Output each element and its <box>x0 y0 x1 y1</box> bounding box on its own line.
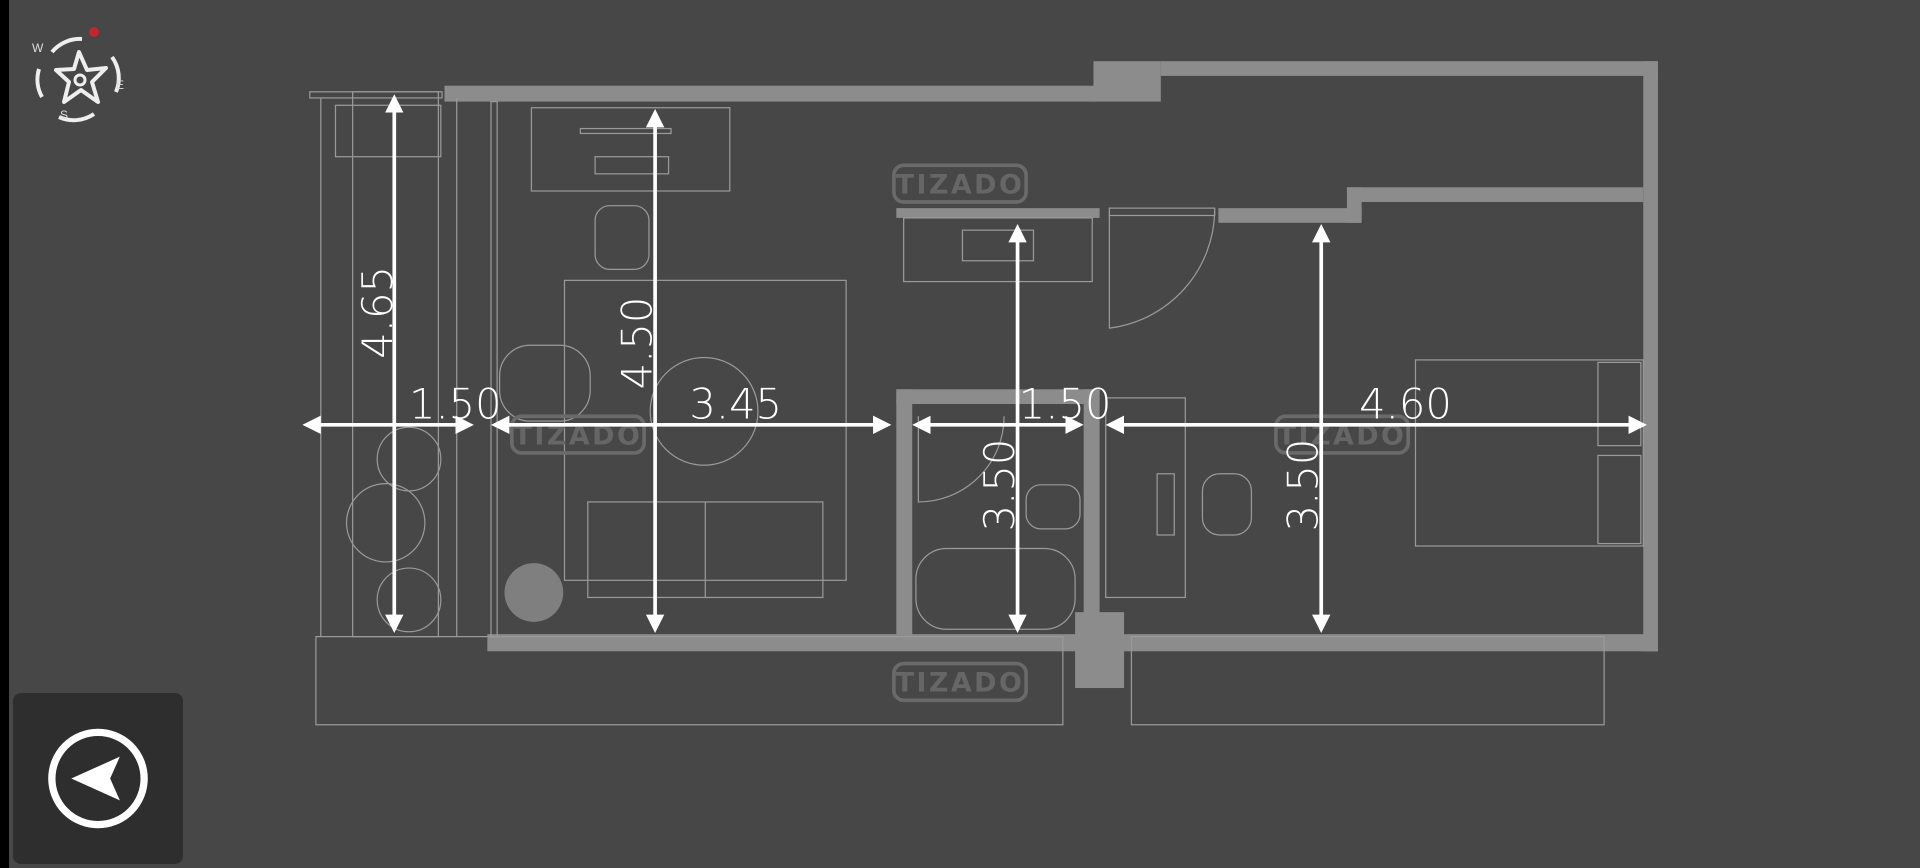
screen-edge <box>0 0 9 868</box>
dim-balcony-width: 1.50 <box>409 380 502 429</box>
svg-text:S: S <box>60 108 68 122</box>
dim-bedroom-width: 4.60 <box>1359 380 1452 429</box>
dimension-arrows <box>302 94 1647 633</box>
compass-icon[interactable]: W E S <box>24 22 134 132</box>
watermarks: TIZADO TIZADO TIZADO TIZADO <box>510 163 1410 703</box>
svg-text:W: W <box>32 41 44 55</box>
dim-balcony-height: 4.65 <box>353 266 402 359</box>
dim-bath-width: 1.50 <box>1019 380 1112 429</box>
svg-text:E: E <box>116 78 124 92</box>
back-arrow-icon <box>48 728 148 829</box>
dim-living-height: 4.50 <box>612 297 661 390</box>
svg-text:TIZADO: TIZADO <box>896 668 1025 699</box>
dim-bedroom-height: 3.50 <box>1279 439 1328 532</box>
north-marker-icon <box>89 27 99 37</box>
svg-text:TIZADO: TIZADO <box>896 169 1025 200</box>
dim-bath-height: 3.50 <box>975 439 1024 532</box>
walls <box>444 61 1658 689</box>
plant-pot <box>504 563 564 622</box>
dim-living-width: 3.45 <box>689 380 782 429</box>
back-button[interactable] <box>13 693 183 864</box>
dimension-labels: 4.65 1.50 4.50 3.45 1.50 3.50 3.50 4.60 <box>353 266 1452 531</box>
